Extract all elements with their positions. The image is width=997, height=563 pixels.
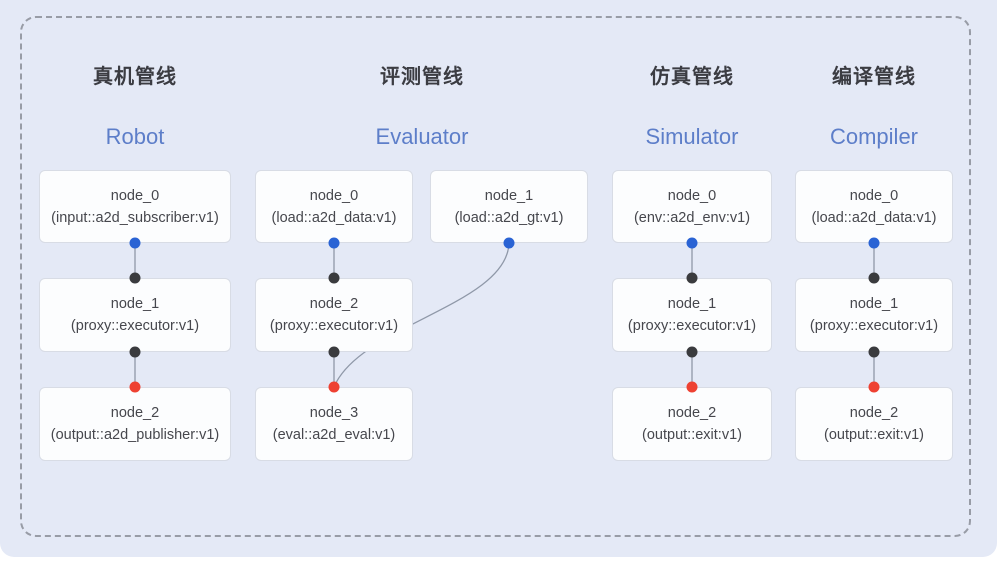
pipeline-title-en: Robot [105,124,165,149]
input-port-dot-dark [129,272,141,284]
node-type: (proxy::executor:v1) [70,318,200,334]
node-name: node_0 [309,187,359,204]
graph-node-robot-1: node_1 (proxy::executor:v1) [39,278,231,352]
pipeline-header-robot: 真机管线 Robot [93,65,177,151]
graph-node-compiler-1: node_1 (proxy::executor:v1) [795,278,953,352]
node-name: node_1 [484,187,534,204]
node-name: node_1 [110,296,160,312]
output-port-dot-blue [129,237,141,249]
output-port-dot-dark [686,346,698,358]
node-name: node_0 [849,187,899,204]
output-port-dot-blue [328,237,340,249]
input-port-dot-red [868,381,880,393]
pipeline-header-compiler: 编译管线 Compiler [830,65,918,151]
input-port-dot-dark [868,272,880,284]
node-type: (proxy::executor:v1) [809,318,939,334]
node-type: (eval::a2d_eval:v1) [272,427,396,443]
dashed-frame [20,16,971,537]
output-port-dot-blue [868,237,880,249]
node-type: (load::a2d_data:v1) [811,209,937,226]
pipeline-header-evaluator: 评测管线 Evaluator [376,65,469,151]
input-port-dot-red [328,381,340,393]
node-type: (input::a2d_subscriber:v1) [51,209,219,226]
node-type: (proxy::executor:v1) [269,318,399,334]
node-type: (proxy::executor:v1) [627,318,757,334]
node-type: (output::exit:v1) [642,427,742,443]
input-port-dot-red [686,381,698,393]
graph-node-simulator-0: node_0 (env::a2d_env:v1) [612,170,772,243]
node-name: node_2 [110,405,160,421]
node-name: node_0 [110,187,160,204]
graph-node-evaluator-1: node_1 (load::a2d_gt:v1) [430,170,588,243]
output-port-dot-dark [328,346,340,358]
output-port-dot-dark [129,346,141,358]
node-type: (output::exit:v1) [824,427,924,443]
node-name: node_1 [667,296,717,312]
graph-node-compiler-2: node_2 (output::exit:v1) [795,387,953,461]
output-port-dot-dark [868,346,880,358]
graph-node-simulator-1: node_1 (proxy::executor:v1) [612,278,772,352]
graph-node-evaluator-2: node_2 (proxy::executor:v1) [255,278,413,352]
node-name: node_2 [667,405,717,421]
input-port-dot-dark [686,272,698,284]
graph-node-robot-2: node_2 (output::a2d_publisher:v1) [39,387,231,461]
pipeline-title-zh: 评测管线 [379,66,464,88]
output-port-dot-blue [503,237,515,249]
input-port-dot-dark [328,272,340,284]
graph-node-evaluator-3: node_3 (eval::a2d_eval:v1) [255,387,413,461]
input-port-dot-red [129,381,141,393]
pipeline-title-zh: 仿真管线 [649,66,734,88]
pipeline-header-simulator: 仿真管线 Simulator [646,65,739,151]
graph-node-evaluator-0: node_0 (load::a2d_data:v1) [255,170,413,243]
pipeline-title-zh: 真机管线 [93,66,177,88]
node-name: node_3 [309,405,359,421]
node-name: node_0 [667,187,717,204]
pipeline-title-zh: 编译管线 [832,66,916,88]
node-name: node_2 [309,296,359,312]
node-type: (output::a2d_publisher:v1) [50,427,220,443]
pipeline-title-en: Compiler [829,124,919,149]
graph-node-robot-0: node_0 (input::a2d_subscriber:v1) [39,170,231,243]
node-type: (load::a2d_data:v1) [271,209,397,226]
graph-node-simulator-2: node_2 (output::exit:v1) [612,387,772,461]
pipeline-title-en: Simulator [645,124,739,149]
node-type: (env::a2d_env:v1) [633,209,751,226]
node-type: (load::a2d_gt:v1) [454,209,564,226]
pipeline-title-en: Evaluator [375,124,469,149]
node-name: node_2 [849,405,899,421]
output-port-dot-blue [686,237,698,249]
node-name: node_1 [849,296,899,312]
graph-node-compiler-0: node_0 (load::a2d_data:v1) [795,170,953,243]
